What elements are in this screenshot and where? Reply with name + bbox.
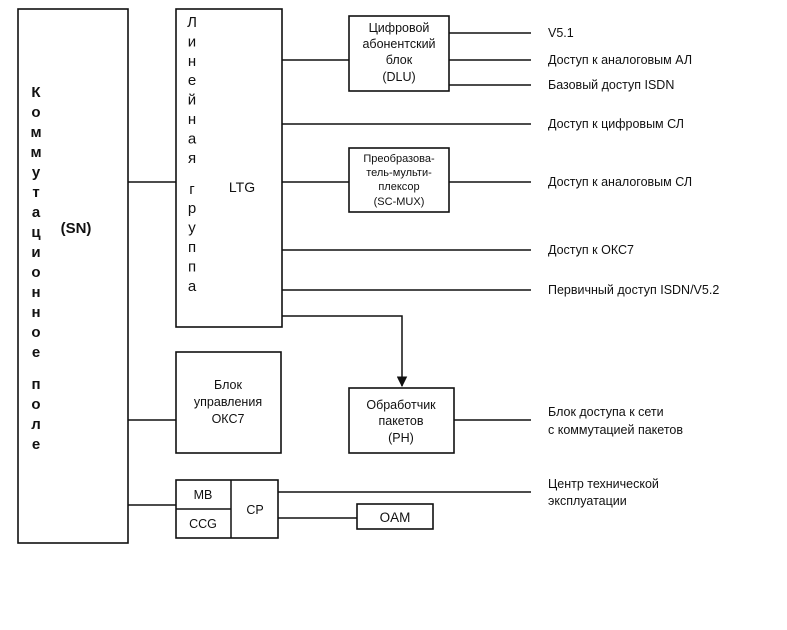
ph-box <box>348 387 455 454</box>
ltg-box <box>175 8 283 328</box>
output-isdn-basic: Базовый доступ ISDN <box>548 78 674 92</box>
okc7-block-line2: управления <box>194 395 262 409</box>
cp-label: CP <box>246 503 263 517</box>
okc7-block-line1: Блок <box>214 378 242 392</box>
output-okc7-access: Доступ к ОКС7 <box>548 243 634 257</box>
dlu-line1: Цифровой <box>369 21 430 35</box>
dlu-block: Цифровой абонентский блок (DLU) <box>348 15 450 92</box>
output-isdn-primary: Первичный доступ ISDN/V5.2 <box>548 283 719 297</box>
mb-label: MB <box>194 488 213 502</box>
ltg-to-ph-arrow <box>282 315 408 388</box>
dlu-box <box>348 15 450 92</box>
output-packet-access-line1: Блок доступа к сети <box>548 405 664 419</box>
ph-line1: Обработчик <box>366 398 436 412</box>
ccg-label: CCG <box>189 517 217 531</box>
okc7-control-block: Блок управления ОКС7 <box>175 351 282 454</box>
scmux-line4: (SC-MUX) <box>374 196 425 208</box>
dlu-line3: блок <box>386 53 413 67</box>
connection-lines <box>128 32 531 519</box>
output-digital-sl: Доступ к цифровым СЛ <box>548 117 684 131</box>
dlu-line2: абонентский <box>362 37 435 51</box>
oam-box <box>356 503 434 530</box>
control-group: MB CCG CP <box>175 479 279 539</box>
ltg-abbr: LTG <box>229 179 255 195</box>
scmux-block: Преобразова- тель-мульти- плексор (SC-MU… <box>348 147 450 213</box>
output-analog-al: Доступ к аналоговым АЛ <box>548 53 692 67</box>
oam-label: OAM <box>380 510 411 525</box>
sn-abbr: (SN) <box>61 220 92 237</box>
scmux-box <box>348 147 450 213</box>
output-labels: V5.1 Доступ к аналоговым АЛ Базовый дост… <box>548 26 719 508</box>
sn-box <box>17 8 129 544</box>
scmux-line3: плексор <box>378 181 419 193</box>
oam-block: OAM <box>356 503 434 530</box>
packet-handler-block: Обработчик пакетов (PH) <box>348 387 455 454</box>
okc7-block-line3: ОКС7 <box>212 412 245 426</box>
ph-line2: пакетов <box>378 414 423 428</box>
output-tech-center-line1: Центр технической <box>548 477 659 491</box>
output-tech-center-line2: эксплуатации <box>548 494 627 508</box>
output-v51: V5.1 <box>548 26 574 40</box>
dlu-line4: (DLU) <box>382 70 415 84</box>
scmux-line1: Преобразова- <box>363 153 435 165</box>
output-analog-sl: Доступ к аналоговым СЛ <box>548 175 692 189</box>
okc7-control-box <box>175 351 282 454</box>
ph-line3: (PH) <box>388 431 414 445</box>
scmux-line2: тель-мульти- <box>366 167 432 179</box>
output-packet-access-line2: с коммутацией пакетов <box>548 423 683 437</box>
